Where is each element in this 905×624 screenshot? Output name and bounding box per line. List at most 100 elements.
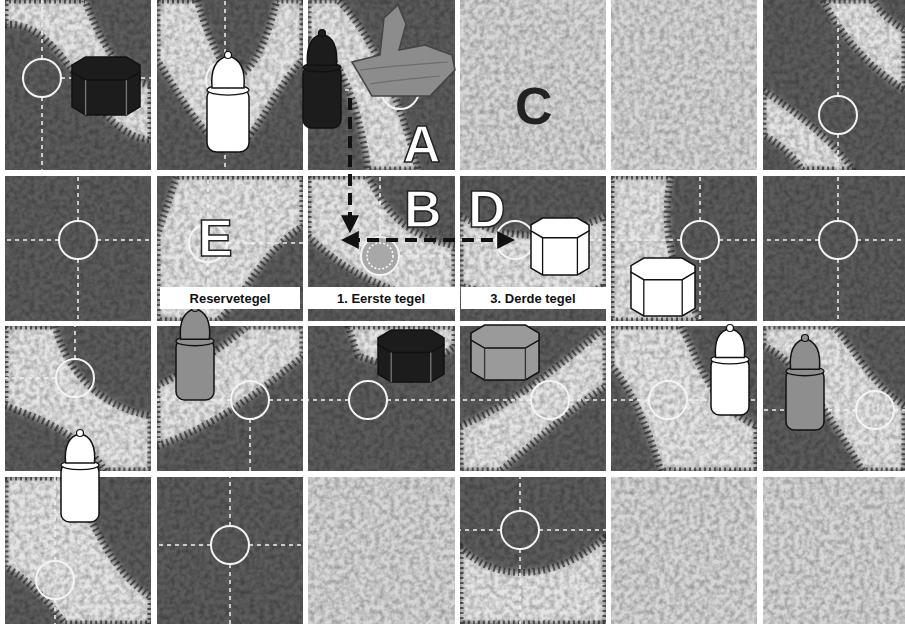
dashed-path: [837, 176, 839, 221]
space-circle: [361, 237, 399, 275]
tower-edge: [85, 80, 86, 115]
space-circle: [56, 359, 94, 397]
pawn-piece: [303, 30, 341, 129]
tower-top: [531, 218, 589, 238]
tower-edge: [682, 280, 683, 316]
callout-letter: D: [468, 183, 506, 235]
dashed-path: [519, 549, 521, 624]
pawn-body: [303, 65, 341, 128]
dashed-path: [77, 176, 79, 221]
dashed-path: [269, 399, 303, 401]
dashed-path: [54, 477, 56, 561]
space-circle: [819, 221, 857, 259]
pawn-knob: [802, 335, 809, 342]
space-circle: [649, 381, 687, 419]
pawn-head: [307, 34, 336, 65]
pawn-piece: [711, 325, 749, 416]
tile-gap: [757, 0, 763, 624]
tower-top: [631, 258, 695, 280]
dashed-path: [539, 529, 606, 531]
dashed-path: [719, 239, 757, 241]
tile-label-box: 3. Derde tegel: [461, 287, 606, 309]
tower-edge: [525, 348, 526, 380]
pawn-knob: [77, 430, 84, 437]
space-circle: [819, 96, 857, 134]
tile-gap: [0, 321, 905, 326]
pawn-piece: [61, 430, 99, 523]
tower-piece: [471, 325, 539, 380]
dashed-path: [611, 399, 649, 401]
dashed-path: [460, 399, 531, 401]
dashed-path: [611, 239, 681, 241]
tile-marks: [5, 0, 905, 624]
pawn-head: [212, 56, 245, 88]
pawn-head: [180, 309, 209, 339]
dashed-path: [387, 399, 455, 401]
dashed-path: [569, 399, 606, 401]
tower-piece: [531, 218, 589, 275]
tile-label: 1. Eerste tegel: [337, 291, 425, 306]
dashed-path: [249, 544, 303, 546]
dashed-path: [41, 0, 43, 59]
dashed-path: [894, 409, 905, 411]
tile-gap: [0, 170, 905, 176]
dashed-path: [249, 419, 251, 471]
move-arrow: [348, 98, 352, 226]
dashed-path: [837, 259, 839, 321]
dashed-path: [157, 544, 211, 546]
tile-label: 3. Derde tegel: [490, 291, 575, 306]
tower-piece: [72, 57, 140, 115]
space-circle-inner: [367, 243, 393, 269]
tower-edge: [542, 238, 543, 275]
dashed-path: [54, 599, 56, 624]
ship-body: [352, 5, 455, 96]
tile-gap: [606, 0, 611, 624]
tile-label-box: Reservetegel: [160, 287, 300, 309]
pawn-body: [176, 339, 214, 400]
pawn-knob: [727, 325, 734, 332]
pawn-piece: [786, 335, 824, 431]
callout-letter: C: [515, 80, 553, 132]
space-circle: [231, 381, 269, 419]
tower-piece: [378, 330, 444, 382]
move-arrow: [348, 238, 508, 242]
pawn-piece: [207, 52, 249, 153]
pieces: [61, 5, 824, 522]
dashed-path: [229, 477, 231, 526]
pawn-body: [61, 463, 99, 522]
dashed-path: [5, 377, 56, 379]
dashed-path: [97, 239, 151, 241]
dashed-path: [519, 477, 521, 511]
tower-edge: [484, 348, 485, 380]
dashed-path: [763, 239, 819, 241]
callout-letter: B: [404, 183, 442, 235]
tower-top: [378, 330, 444, 352]
dashed-path: [227, 242, 303, 244]
dashed-path: [837, 0, 839, 96]
pawn-head: [715, 329, 744, 358]
dashed-path: [5, 239, 59, 241]
pawn-piece: [176, 305, 214, 401]
tower-top: [471, 325, 539, 348]
space-circle: [59, 221, 97, 259]
dashed-path: [399, 255, 455, 257]
tile-label-box: 1. Eerste tegel: [308, 287, 455, 309]
callout-letter: A: [403, 118, 441, 170]
space-circle: [36, 561, 74, 599]
dashed-path: [460, 529, 501, 531]
dashed-path: [699, 259, 701, 321]
space-circle: [349, 381, 387, 419]
pawn-head: [65, 434, 94, 463]
tile-gap: [151, 0, 157, 624]
dashed-path: [77, 259, 79, 321]
ship-grain: [360, 62, 448, 84]
tower-edge: [391, 352, 392, 382]
tower-edge: [577, 238, 578, 275]
dashed-path: [857, 239, 905, 241]
